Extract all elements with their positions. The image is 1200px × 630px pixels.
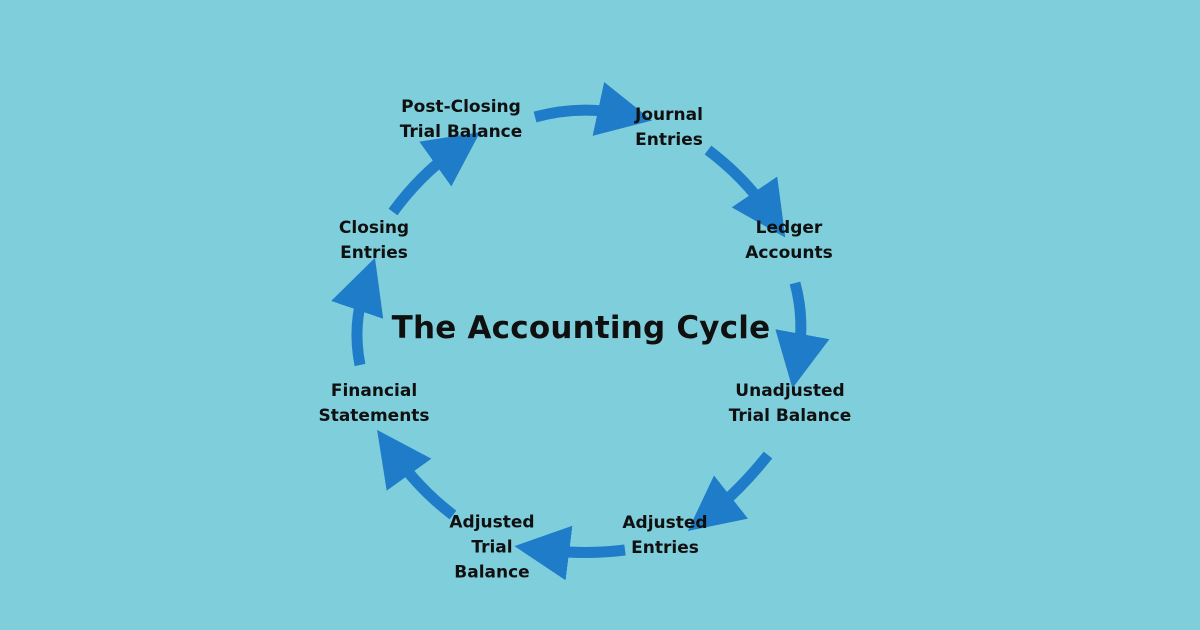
arrow-financial-to-closing xyxy=(331,257,384,367)
arrow-unadjusted-to-adjusted-entries xyxy=(687,451,773,532)
diagram-title: The Accounting Cycle xyxy=(391,310,771,346)
arrow-adjusted-entries-to-adjusted-trial xyxy=(514,525,626,581)
arrow-ledger-to-unadjusted xyxy=(775,281,830,389)
arrow-adjusted-trial-to-financial xyxy=(377,429,457,520)
arrow-post-closing-to-journal xyxy=(533,82,653,136)
arrow-journal-to-ledger xyxy=(704,145,786,238)
arrow-closing-to-post-closing xyxy=(388,132,481,216)
